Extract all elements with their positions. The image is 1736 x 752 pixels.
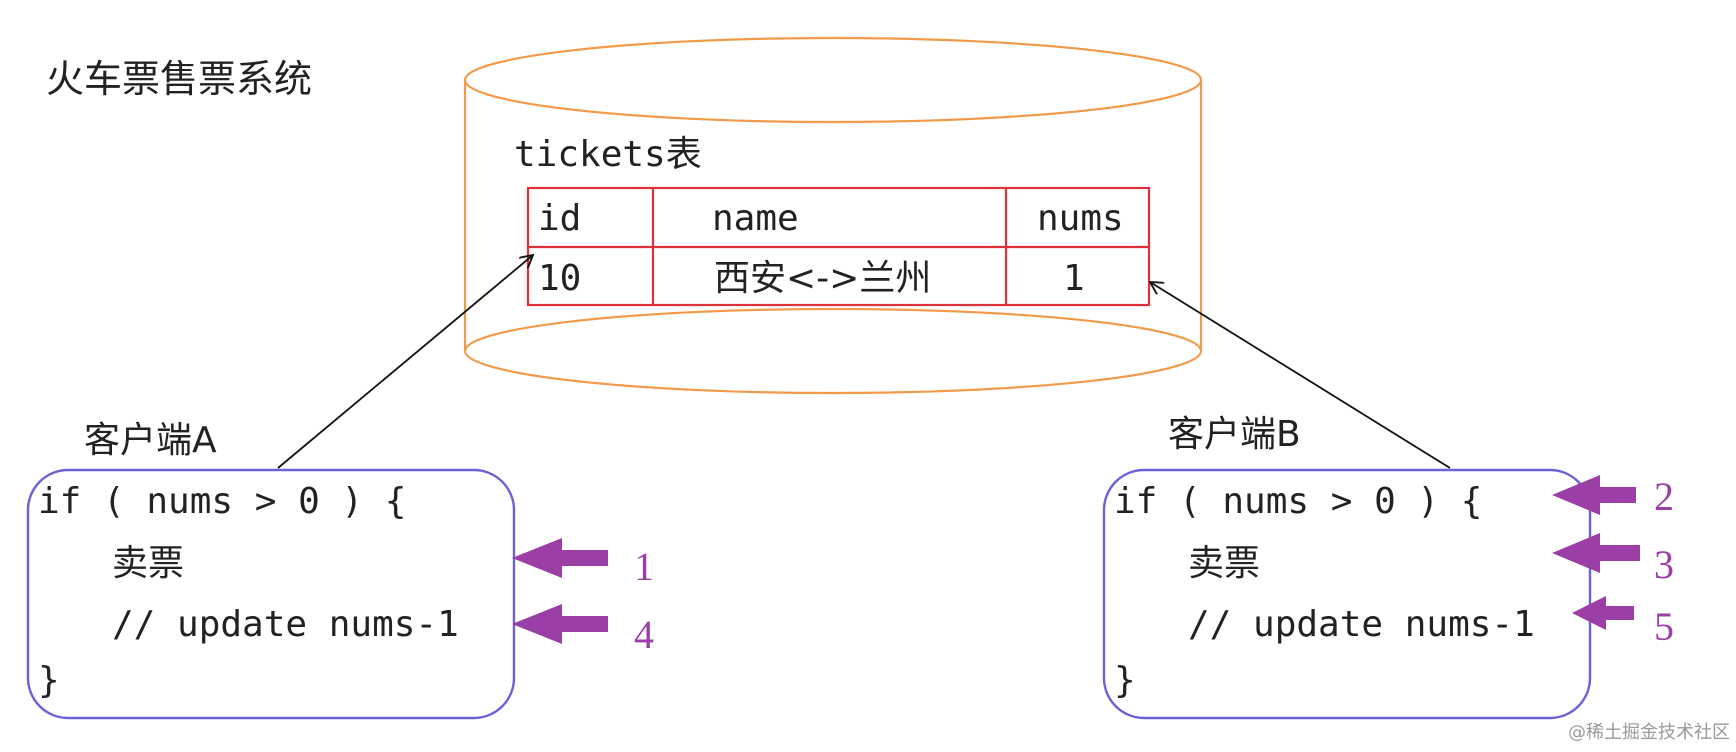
step-arrow-2 bbox=[1552, 475, 1636, 515]
step-arrow-5 bbox=[1572, 596, 1634, 630]
connector-a bbox=[277, 255, 533, 469]
client-b-step-5: 5 bbox=[1654, 604, 1674, 649]
client-b-step-2: 2 bbox=[1654, 474, 1674, 519]
client-b-code-line-2: 卖票 bbox=[1188, 543, 1260, 584]
column-header-nums: nums bbox=[1037, 198, 1124, 239]
cell-nums: 1 bbox=[1063, 258, 1085, 299]
step-arrow-3 bbox=[1552, 533, 1640, 573]
cell-name: 西安<->兰州 bbox=[714, 258, 931, 299]
system-title: 火车票售票系统 bbox=[46, 57, 312, 101]
column-header-name: name bbox=[712, 198, 799, 239]
client-a-step-arrows bbox=[512, 538, 608, 644]
step-arrow-4 bbox=[512, 604, 608, 644]
client-b-code-line-4: } bbox=[1114, 660, 1136, 701]
client-a-label: 客户端A bbox=[84, 420, 217, 461]
client-b-step-arrows bbox=[1552, 475, 1640, 630]
client-a-step-1: 1 bbox=[634, 544, 654, 589]
table-title: tickets表 bbox=[514, 134, 702, 175]
client-b-code-line-3: // update nums-1 bbox=[1188, 604, 1535, 645]
cylinder-bottom-back bbox=[463, 307, 1203, 352]
cylinder-bottom-front bbox=[463, 350, 1203, 395]
connector-b bbox=[1150, 282, 1451, 469]
tickets-table: id name nums 10 西安<->兰州 1 bbox=[526, 186, 1151, 307]
client-a-box bbox=[26, 468, 516, 720]
column-header-id: id bbox=[538, 198, 581, 239]
database-cylinder bbox=[463, 36, 1203, 395]
client-b-label: 客户端B bbox=[1168, 414, 1301, 455]
client-b-step-3: 3 bbox=[1654, 542, 1674, 587]
watermark: @稀土掘金技术社区 bbox=[1568, 722, 1730, 743]
client-a-code-line-4: } bbox=[38, 660, 60, 701]
cylinder-top bbox=[463, 36, 1203, 124]
client-a-step-4: 4 bbox=[634, 612, 654, 657]
client-a-code-line-3: // update nums-1 bbox=[112, 604, 459, 645]
client-a-code-line-2: 卖票 bbox=[112, 543, 184, 584]
client-b-code-line-1: if ( nums > 0 ) { bbox=[1114, 481, 1482, 522]
client-a-code-line-1: if ( nums > 0 ) { bbox=[38, 481, 406, 522]
step-arrow-1 bbox=[512, 538, 608, 578]
cell-id: 10 bbox=[538, 258, 581, 299]
client-b-box bbox=[1102, 468, 1592, 720]
